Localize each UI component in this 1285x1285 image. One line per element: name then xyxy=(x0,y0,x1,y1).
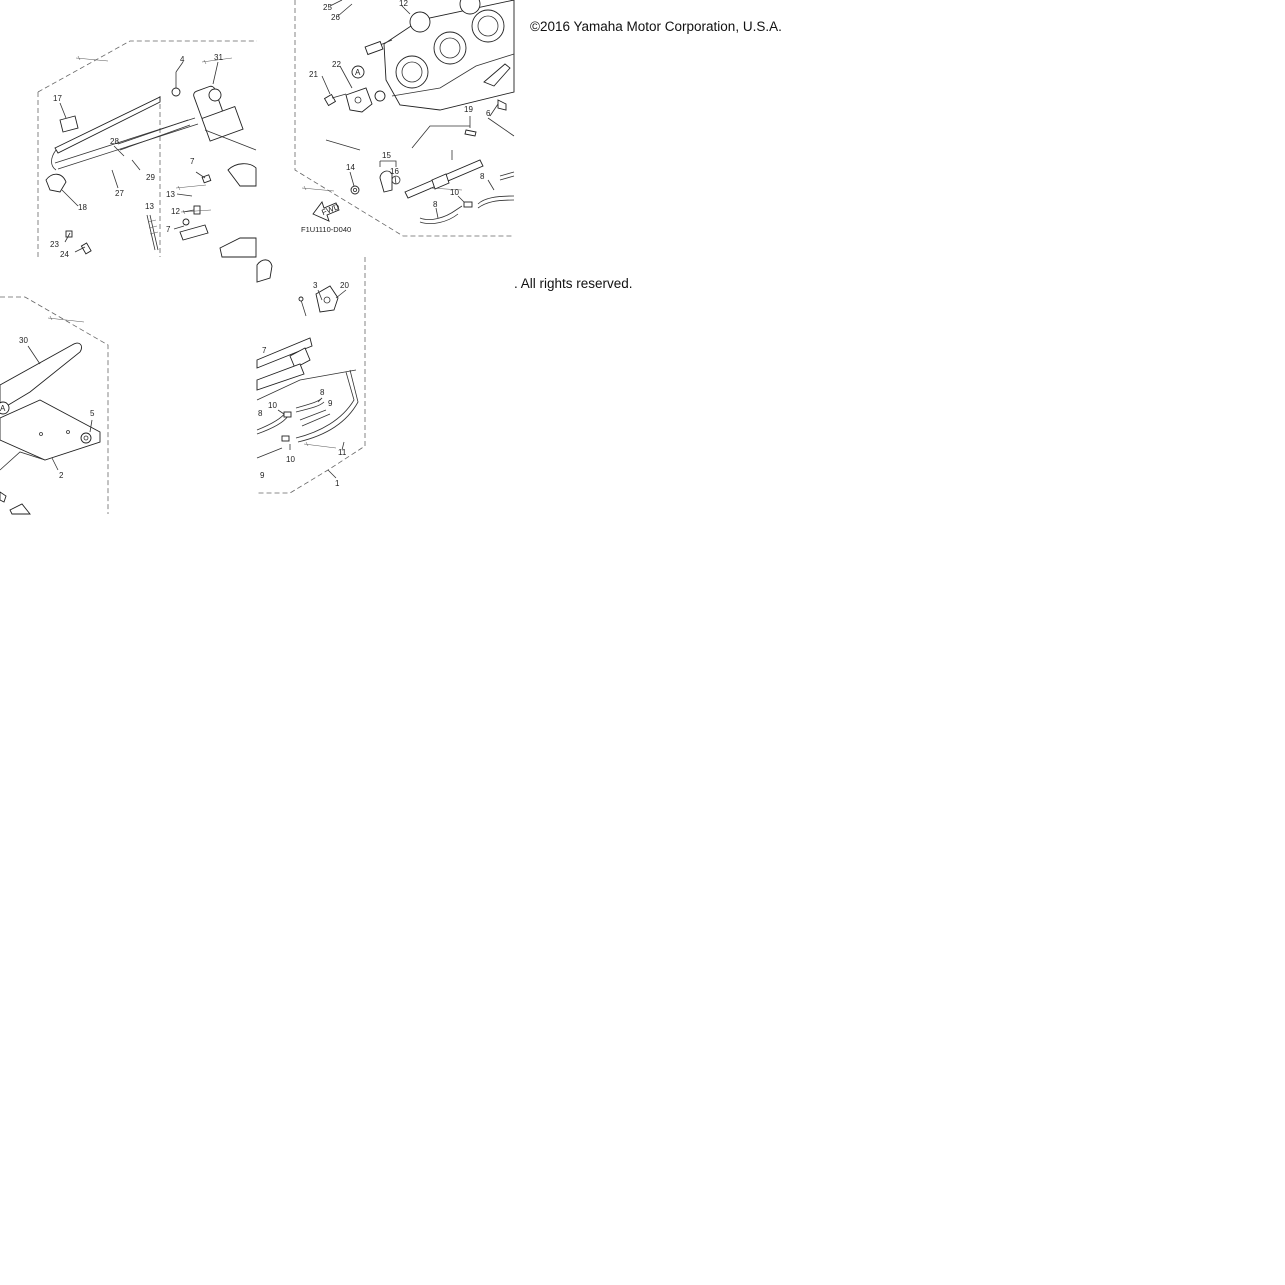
fwd-arrow-icon: FWD xyxy=(312,201,341,222)
diagram-tile-c: A 30 5 2 xyxy=(0,296,109,515)
fwd-label: FWD xyxy=(320,202,340,217)
callout-4: 4 xyxy=(180,55,185,64)
screw-7 xyxy=(195,171,212,184)
callout-27: 27 xyxy=(115,189,124,198)
drawing-code: F1U1110-D040 xyxy=(301,225,351,234)
copyright-notice: ©2016 Yamaha Motor Corporation, U.S.A. xyxy=(530,19,782,34)
callout-6: 6 xyxy=(486,109,491,118)
callout-15: 15 xyxy=(382,151,391,160)
callout-16: 16 xyxy=(390,167,399,176)
callout-8d: 8 xyxy=(258,409,263,418)
callout-23: 23 xyxy=(50,240,59,249)
callout-12b: 12 xyxy=(399,0,408,8)
diagram-tile-a: 31 4 17 28 29 27 18 7 13 13 12 7 23 24 xyxy=(37,40,257,259)
callout-13b: 13 xyxy=(145,202,154,211)
callout-31: 31 xyxy=(214,53,223,62)
callout-10c: 10 xyxy=(286,455,295,464)
callout-21: 21 xyxy=(309,70,318,79)
callout-24: 24 xyxy=(60,250,69,259)
callout-22: 22 xyxy=(332,60,341,69)
callout-18: 18 xyxy=(78,203,87,212)
callout-14: 14 xyxy=(346,163,355,172)
bolt-12 xyxy=(193,205,201,215)
callout-30: 30 xyxy=(19,336,28,345)
diagram-tile-b: A xyxy=(294,0,515,237)
callout-7b: 7 xyxy=(166,225,171,234)
callout-17: 17 xyxy=(53,94,62,103)
callout-7a: 7 xyxy=(190,157,195,166)
bolt-13 xyxy=(146,214,159,251)
callout-8a: 8 xyxy=(480,172,485,181)
callout-26: 26 xyxy=(331,13,340,22)
callout-12a: 12 xyxy=(171,207,180,216)
callout-11: 11 xyxy=(338,448,347,457)
callout-9b: 9 xyxy=(260,471,265,480)
callout-7c: 7 xyxy=(262,346,267,355)
ref-marker-a: A xyxy=(355,68,361,77)
callout-10b: 10 xyxy=(268,401,277,410)
diagram-tile-d: 3 20 7 8 10 9 8 10 11 9 1 xyxy=(256,257,366,494)
ref-marker-a-2: A xyxy=(0,404,6,413)
callout-28: 28 xyxy=(110,137,119,146)
callout-5: 5 xyxy=(90,409,95,418)
callout-8b: 8 xyxy=(433,200,438,209)
callout-20: 20 xyxy=(340,281,349,290)
callout-13a: 13 xyxy=(166,190,175,199)
callout-10a: 10 xyxy=(450,188,459,197)
callout-1: 1 xyxy=(335,479,340,488)
callout-25: 25 xyxy=(323,3,332,12)
callout-19: 19 xyxy=(464,105,473,114)
callout-2: 2 xyxy=(59,471,64,480)
rights-reserved-notice: . All rights reserved. xyxy=(514,276,633,291)
callout-8c: 8 xyxy=(320,388,325,397)
callout-9a: 9 xyxy=(328,399,333,408)
callout-29: 29 xyxy=(146,173,155,182)
callout-3: 3 xyxy=(313,281,318,290)
